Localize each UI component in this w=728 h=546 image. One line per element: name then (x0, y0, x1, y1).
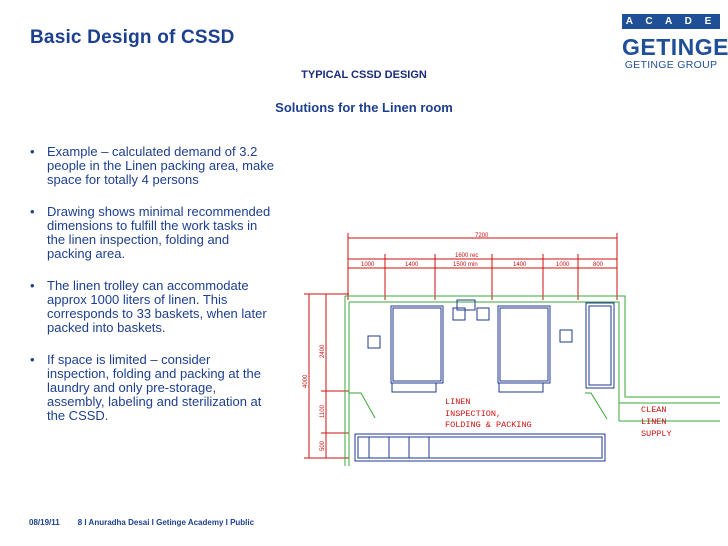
bullet-item: • Example – calculated demand of 3.2 peop… (30, 145, 275, 187)
bullet-text: Example – calculated demand of 3.2 peopl… (47, 144, 274, 187)
left-dimension-lines (304, 293, 349, 459)
bullet-marker: • (30, 144, 35, 159)
dim-left-2: 1100 (320, 404, 326, 418)
dim-overall-width: 7200 (475, 233, 489, 239)
dim-overall-height: 4000 (303, 374, 309, 388)
bullet-marker: • (30, 278, 35, 293)
linen-room-floor-plan: 7200 1000 1400 1600 rec 1500 min 1400 10… (303, 233, 720, 466)
dim-top-5: 800 (593, 262, 604, 268)
bullet-marker: • (30, 352, 35, 367)
dim-top-3: 1400 (513, 262, 527, 268)
getinge-academy-logo: A C A D E M Y GETINGE GETINGE GROUP (622, 14, 728, 71)
bullet-text: If space is limited – consider inspectio… (47, 352, 262, 423)
dim-top-2: 1400 (405, 262, 419, 268)
bullet-item: • If space is limited – consider inspecti… (30, 353, 275, 423)
label-clean-3: SUPPLY (641, 429, 672, 439)
dim-left-3: 500 (320, 440, 326, 451)
label-linen-2: INSPECTION, (445, 409, 501, 419)
label-linen-1: LINEN (445, 397, 471, 407)
section-heading: Solutions for the Linen room (275, 100, 453, 115)
label-linen-3: FOLDING & PACKING (445, 420, 532, 430)
footer-credit: I Anuradha Desai I Getinge Academy I Pub… (84, 518, 255, 527)
dim-top-1: 1000 (361, 262, 375, 268)
label-clean-2: LINEN (641, 417, 667, 427)
room-furniture (354, 299, 615, 462)
footer-page-number: 8 (77, 518, 83, 527)
top-dimension-lines (347, 233, 618, 300)
bullet-item: • Drawing shows minimal recommended dimen… (30, 205, 275, 261)
logo-brand-text: GETINGE (622, 34, 728, 60)
room-walls (344, 295, 720, 466)
page-title: Basic Design of CSSD (30, 27, 235, 48)
bullet-marker: • (30, 204, 35, 219)
logo-academy-text: A C A D E M Y (622, 14, 720, 42)
bullet-list: • Example – calculated demand of 3.2 peop… (30, 145, 275, 441)
dim-center-line1: 1600 rec (455, 253, 478, 259)
slide-subtitle: TYPICAL CSSD DESIGN (301, 69, 427, 81)
slide-footer: 08/19/11 8 I Anuradha Desai I Getinge Aca… (29, 518, 254, 527)
footer-date: 08/19/11 (29, 518, 60, 527)
bullet-item: • The linen trolley can accommodate appro… (30, 279, 275, 335)
logo-group-text: GETINGE GROUP (624, 59, 718, 71)
dim-top-4: 1000 (556, 262, 570, 268)
dim-left-1: 2400 (320, 344, 326, 358)
label-clean-1: CLEAN (641, 405, 667, 415)
dim-center-line2: 1500 min (453, 262, 478, 268)
bullet-text: The linen trolley can accommodate approx… (47, 278, 267, 335)
bullet-text: Drawing shows minimal recommended dimens… (47, 204, 271, 261)
